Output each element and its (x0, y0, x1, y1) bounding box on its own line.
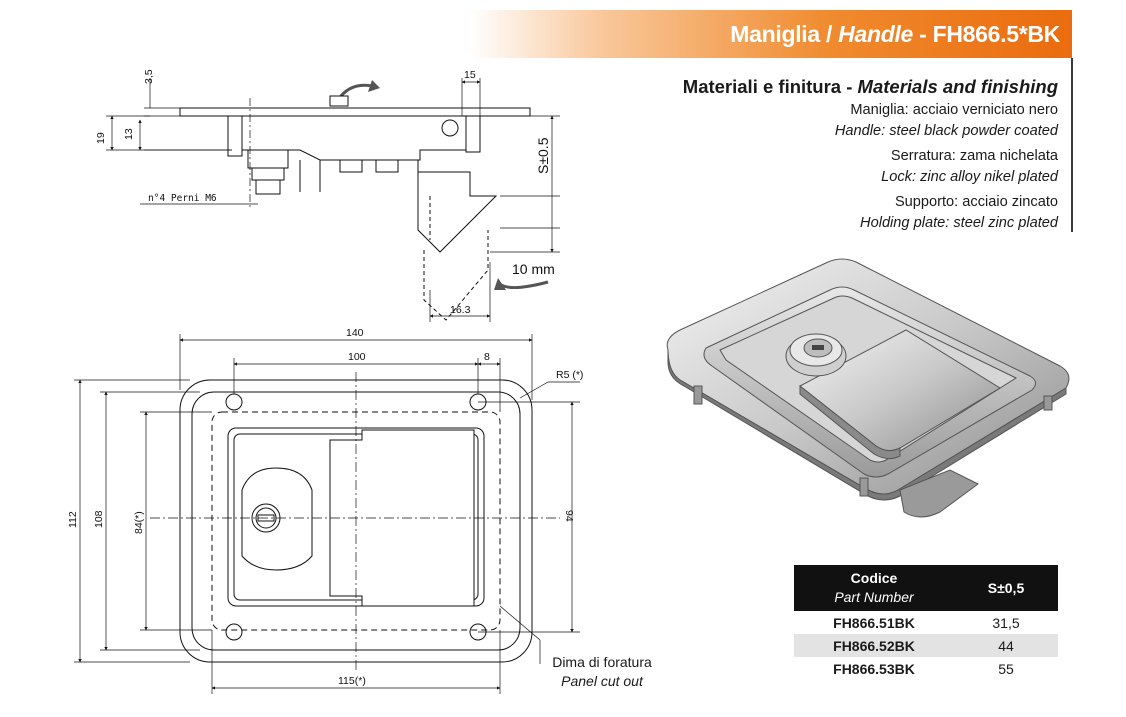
part-s-value: 44 (954, 634, 1058, 657)
title-italian: Maniglia (730, 21, 820, 47)
material-lock-en: Lock: zinc alloy nikel plated (881, 169, 1058, 185)
dim-140: 140 (346, 327, 364, 339)
materials-title: Materiali e finitura - Materials and fin… (682, 76, 1058, 97)
product-code: FH866.5*BK (932, 21, 1061, 47)
table-row: FH866.51BK 31,5 (794, 611, 1058, 634)
header-band (470, 10, 1072, 58)
material-plate-it: Supporto: acciaio zincato (894, 194, 1058, 210)
dim-13: 13 (123, 128, 135, 140)
table-row: FH866.52BK 44 (794, 634, 1058, 657)
front-view-drawing (150, 372, 560, 670)
dim-8: 8 (484, 351, 490, 363)
page-title: Maniglia / Handle - FH866.5*BK (730, 14, 1060, 54)
cutout-label-en: Panel cut out (561, 673, 643, 689)
material-lock-it: Serratura: zama nichelata (890, 148, 1058, 164)
front-view-dimensions (74, 334, 580, 694)
dim-100: 100 (348, 351, 366, 363)
header-s: S±0,5 (954, 565, 1058, 611)
material-handle-en: Handle: steel black powder coated (834, 123, 1058, 139)
pins-label: n°4 Perni M6 (148, 193, 217, 204)
dim-108: 108 (93, 510, 105, 528)
part-code: FH866.53BK (833, 660, 915, 677)
side-view-dimensions (106, 78, 560, 322)
dim-115: 115(*) (338, 675, 366, 687)
part-s-value: 31,5 (992, 614, 1020, 631)
dim-94: 94 (563, 510, 575, 522)
part-code: FH866.52BK (794, 634, 954, 657)
header-code: Codice Part Number (794, 565, 954, 611)
part-s-value: 55 (998, 660, 1014, 677)
parts-table-header: Codice Part Number S±0,5 (794, 565, 1058, 611)
dim-112: 112 (67, 511, 79, 528)
parts-table: Codice Part Number S±0,5 FH866.51BK 31,5… (794, 565, 1058, 680)
table-row: FH866.53BK 55 (794, 657, 1058, 680)
dim-10mm: 10 mm (512, 261, 555, 277)
title-dash: - (919, 21, 927, 47)
part-code: FH866.51BK (833, 614, 915, 631)
dim-19: 19 (95, 132, 107, 144)
dim-s: S±0.5 (535, 137, 551, 174)
cutout-label: Dima di foratura Panel cut out (546, 653, 658, 691)
dim-3-5: 3,5 (143, 69, 155, 84)
title-english: Handle (838, 21, 914, 47)
material-handle-it: Maniglia: acciaio verniciato nero (850, 102, 1058, 118)
dim-16-3: 16.3 (450, 304, 471, 316)
cutout-label-it: Dima di foratura (552, 654, 652, 670)
vertical-divider (1071, 58, 1073, 232)
materials-block: Materiali e finitura - Materials and fin… (598, 74, 1058, 234)
title-separator: / (825, 21, 833, 47)
material-plate-en: Holding plate: steel zinc plated (860, 215, 1058, 231)
product-render (666, 258, 1070, 518)
dim-84: 84(*) (133, 511, 145, 534)
dim-15: 15 (464, 69, 476, 81)
dim-r5: R5 (*) (556, 369, 583, 381)
side-view-drawing (179, 80, 549, 321)
